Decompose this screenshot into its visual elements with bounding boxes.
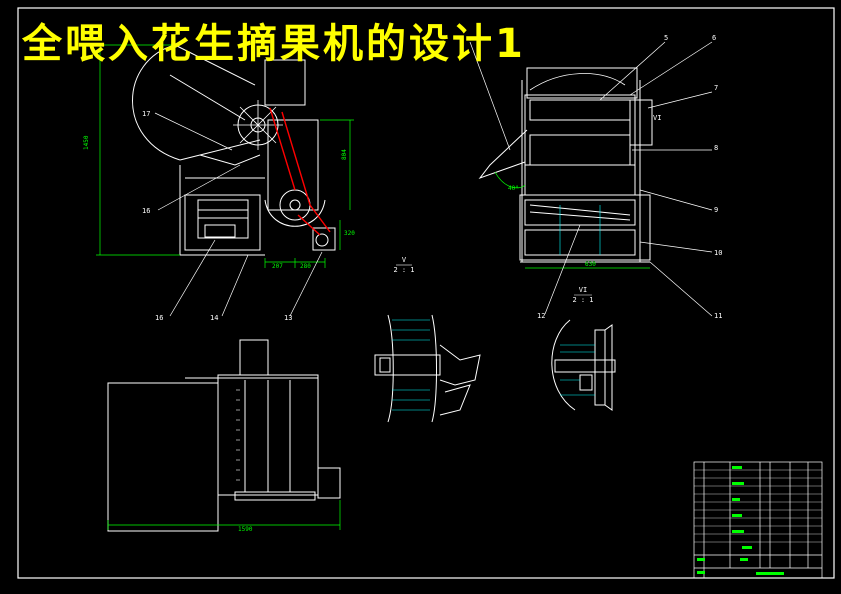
callout-6: 6 (712, 34, 716, 42)
front-view (132, 44, 336, 256)
side-detail-hidden (559, 205, 601, 255)
callout-5: 5 (664, 34, 668, 42)
callout-16-lower: 16 (155, 314, 163, 322)
drive-belt (269, 107, 331, 236)
side-leaders (469, 41, 713, 317)
callout-10: 10 (714, 249, 722, 257)
detail-v-scale: 2 : 1 (393, 266, 414, 274)
callout-16-upper: 16 (142, 207, 150, 215)
side-view (478, 67, 653, 263)
drawing-border (17, 7, 835, 579)
detail-v-label: V (402, 256, 407, 264)
callout-11: 11 (714, 312, 722, 320)
svg-text:1590: 1590 (238, 526, 253, 533)
callout-vi-marker: VI (653, 114, 661, 122)
detail-vi-scale: 2 : 1 (572, 296, 593, 304)
title-block (693, 461, 823, 579)
detail-vi-hatch (560, 344, 595, 396)
svg-text:804: 804 (341, 149, 348, 160)
detail-vi-label: VI (579, 286, 587, 294)
detail-v-view (374, 314, 481, 423)
svg-text:207: 207 (272, 263, 283, 270)
detail-vi-view (551, 319, 616, 411)
svg-text:630: 630 (585, 261, 596, 268)
svg-text:320: 320 (344, 230, 355, 237)
top-dimensions (107, 500, 341, 530)
top-view-teeth (236, 389, 240, 481)
title-block-fill (697, 466, 784, 575)
callout-9: 9 (714, 206, 718, 214)
title-block-rows (694, 469, 822, 543)
detail-v-hatch (392, 319, 430, 411)
front-dimensions (96, 44, 354, 268)
callout-12: 12 (537, 312, 545, 320)
drawing-title: 全喂入花生摘果机的设计1 (22, 21, 526, 67)
front-leaders (154, 112, 323, 317)
callout-13: 13 (284, 314, 292, 322)
callout-7: 7 (714, 84, 718, 92)
svg-text:1450: 1450 (83, 135, 90, 150)
svg-text:280: 280 (300, 263, 311, 270)
callout-17: 17 (142, 110, 150, 118)
callout-8: 8 (714, 144, 718, 152)
side-dimensions (494, 171, 650, 269)
callout-14: 14 (210, 314, 218, 322)
top-view (107, 339, 341, 532)
svg-text:40°: 40° (508, 185, 519, 192)
